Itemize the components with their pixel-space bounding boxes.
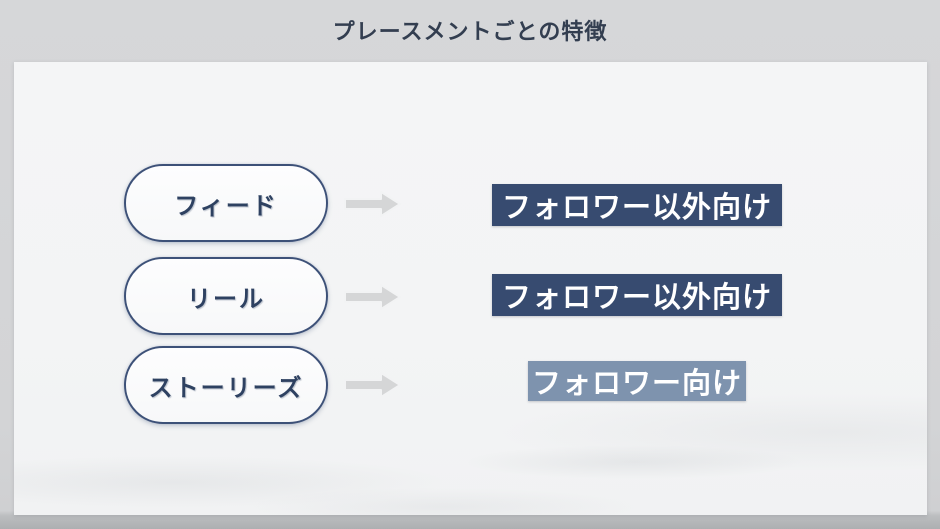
- audience-label: フォロワー向け: [531, 368, 742, 400]
- audience-badge: フォロワー向け: [528, 361, 746, 401]
- audience-label: フォロワー以外向け: [501, 282, 772, 314]
- placement-pill-reels: リール: [124, 257, 328, 335]
- slide-title: プレースメントごとの特徴: [332, 19, 608, 44]
- audience-badge: フォロワー以外向け: [492, 184, 782, 226]
- audience-badge: フォロワー以外向け: [492, 274, 782, 316]
- placement-label: リール: [187, 285, 265, 313]
- right-arrow-icon: [344, 372, 401, 398]
- content-card: フィード フォロワー以外向け リール フォロワー以外向け ストーリーズ フォロワ…: [14, 62, 927, 515]
- right-arrow-icon: [344, 191, 401, 217]
- placement-pill-feed: フィード: [124, 164, 328, 242]
- placement-pill-stories: ストーリーズ: [124, 346, 328, 424]
- right-arrow-icon: [344, 284, 401, 310]
- audience-label: フォロワー以外向け: [501, 192, 772, 224]
- placement-label: フィード: [174, 192, 278, 220]
- placement-label: ストーリーズ: [148, 374, 304, 402]
